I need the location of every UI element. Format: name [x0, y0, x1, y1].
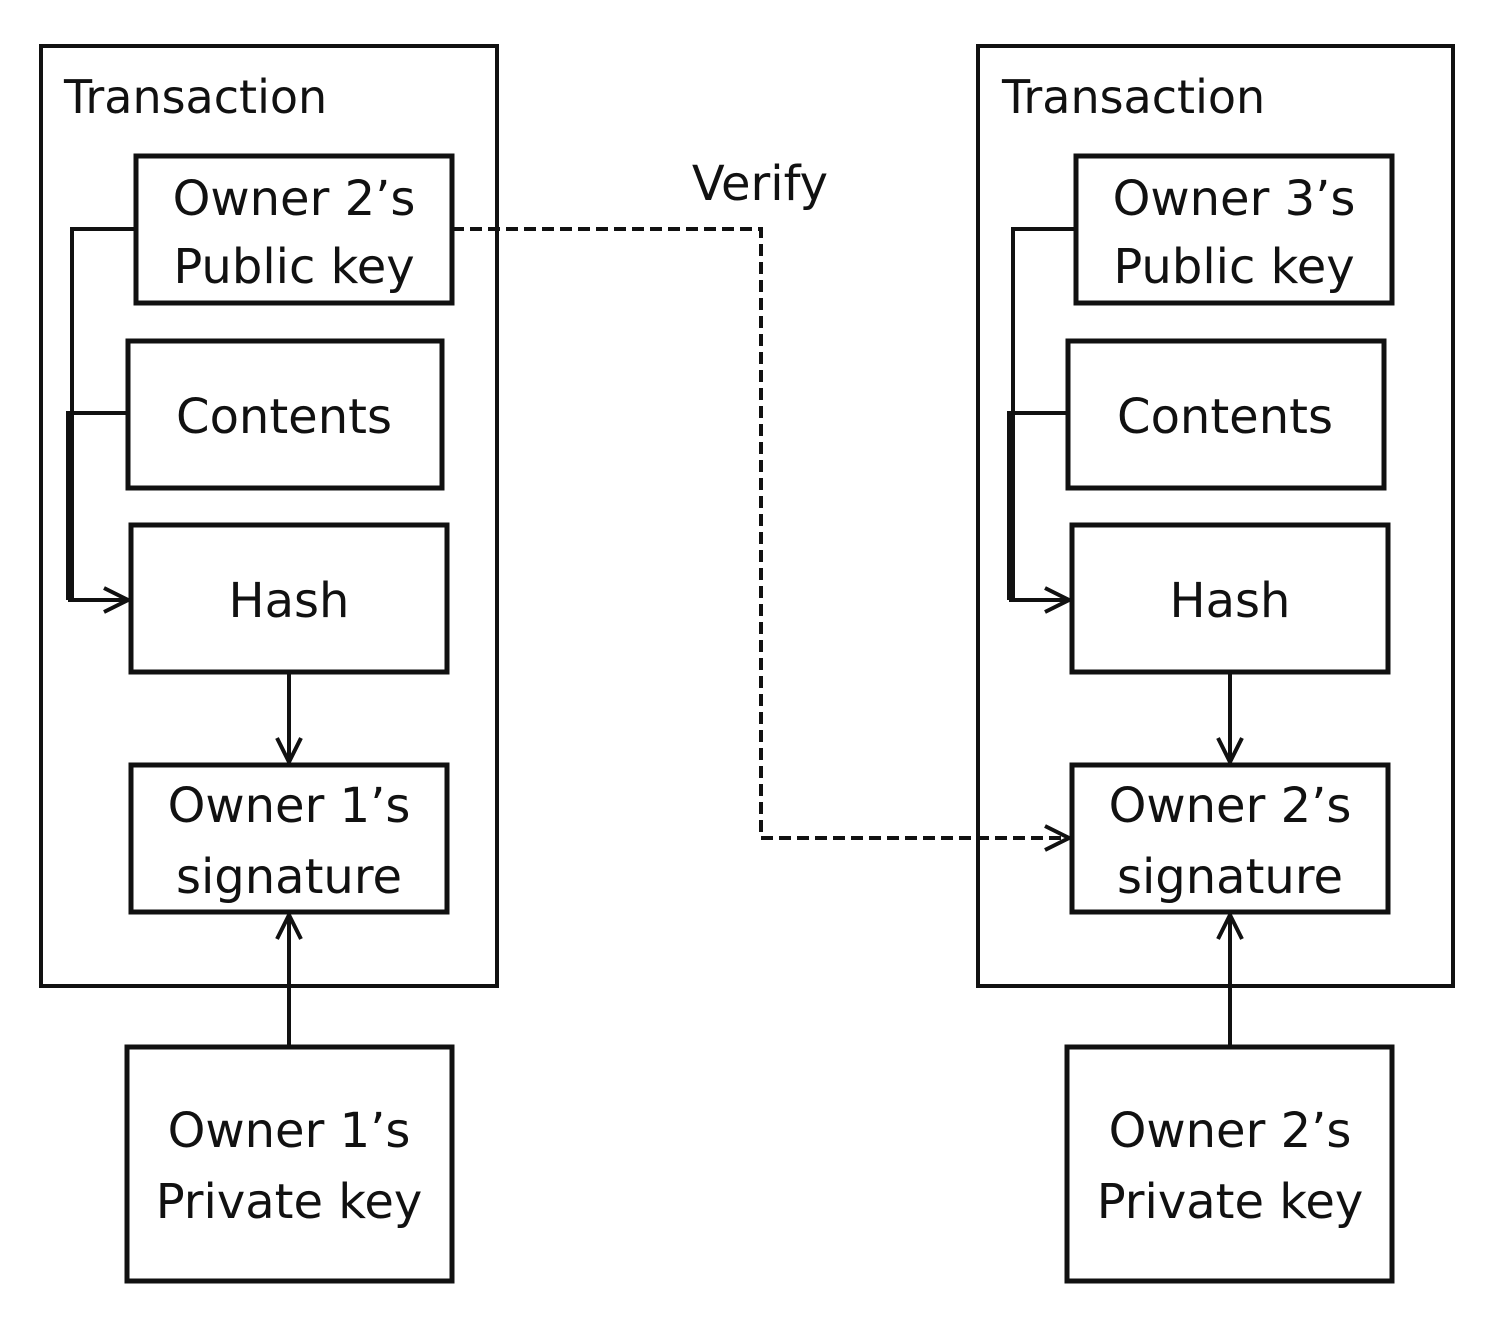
transaction-2-signature-line1: Owner 2’s: [1109, 778, 1352, 834]
transaction-1-public-key-line1: Owner 2’s: [173, 171, 416, 227]
transaction-1-private-key-line2: Private key: [156, 1174, 423, 1230]
transaction-2-public-key-connector: [1011, 227, 1076, 600]
transaction-2-private-key-line1: Owner 2’s: [1109, 1103, 1352, 1159]
transaction-2-hash-box: [1069, 522, 1391, 675]
transaction-1-title: Transaction: [63, 70, 327, 124]
transaction-1-signature-line2: signature: [176, 849, 402, 905]
verify-label: Verify: [692, 156, 828, 212]
transaction-2-public-key-box: [1073, 153, 1395, 306]
transaction-1-private-key: Owner 1’s Private key: [124, 915, 455, 1284]
transaction-1-private-key-line1: Owner 1’s: [168, 1103, 411, 1159]
transaction-2-contents-label: Contents: [1117, 389, 1333, 445]
transaction-2-title: Transaction: [1001, 70, 1265, 124]
transaction-1-contents-connector: [66, 411, 128, 600]
transaction-1-frame: [39, 44, 499, 988]
transaction-2-public-key-line2: Public key: [1113, 239, 1354, 295]
transaction-2: Transaction Owner 3’s Public key Content…: [976, 44, 1455, 988]
transaction-2-frame: [976, 44, 1455, 988]
transaction-2-public-key-line1: Owner 3’s: [1113, 171, 1356, 227]
transaction-1: Transaction Owner 2’s Public key Content…: [39, 44, 499, 988]
transaction-1-public-key-box: [133, 153, 455, 306]
transaction-1-contents-label: Contents: [176, 389, 392, 445]
transaction-2-signature-line2: signature: [1117, 849, 1343, 905]
transaction-2-private-key: Owner 2’s Private key: [1064, 915, 1395, 1284]
transaction-1-hash-label: Hash: [229, 573, 350, 629]
verify-dashed-arrow: [452, 227, 1069, 838]
transaction-1-private-key-box: [124, 1044, 455, 1284]
transaction-1-signature-box: [128, 762, 450, 915]
transaction-2-contents-connector: [1007, 411, 1068, 600]
transaction-1-public-key-line2: Public key: [173, 239, 414, 295]
verify-link: Verify: [452, 156, 1069, 838]
transaction-1-contents-box: [125, 338, 445, 491]
transaction-2-hash-label: Hash: [1170, 573, 1291, 629]
transaction-1-public-key-connector: [70, 227, 136, 600]
transaction-1-signature-line1: Owner 1’s: [168, 778, 411, 834]
transaction-2-private-key-line2: Private key: [1097, 1174, 1364, 1230]
transaction-2-private-key-box: [1064, 1044, 1395, 1284]
transaction-2-contents-box: [1065, 338, 1387, 491]
transaction-1-hash-box: [128, 522, 450, 675]
transaction-2-signature-box: [1069, 762, 1391, 915]
